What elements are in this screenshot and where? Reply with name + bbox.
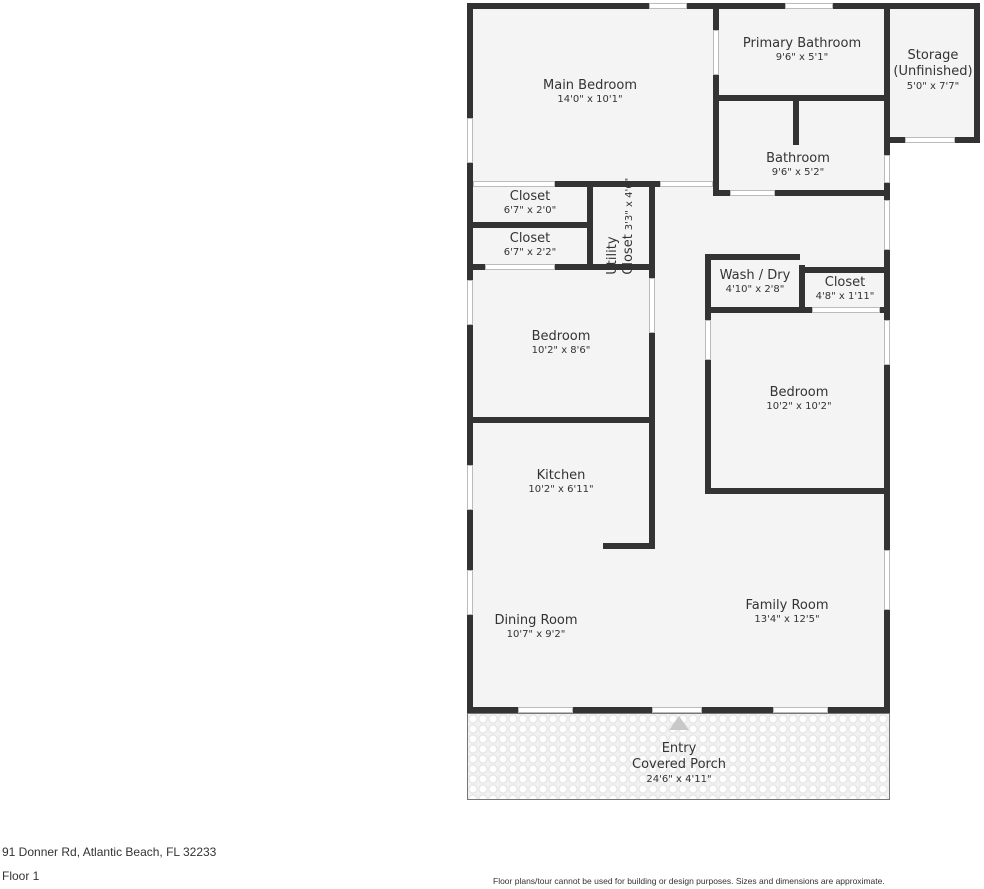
window xyxy=(785,3,833,9)
floor-area xyxy=(467,3,890,713)
room-dims: 6'7" x 2'2" xyxy=(503,247,557,259)
room-dims: 4'10" x 2'8" xyxy=(725,284,785,296)
door xyxy=(905,137,955,143)
room-dims: 10'2" x 8'6" xyxy=(531,345,591,357)
room-name: Closet xyxy=(621,234,636,275)
wall xyxy=(799,265,805,313)
disclaimer: Floor plans/tour cannot be used for buil… xyxy=(493,876,885,886)
wall xyxy=(705,488,890,494)
room-dims: 14'0" x 10'1" xyxy=(557,94,623,106)
room-name: Closet xyxy=(824,275,866,290)
door xyxy=(713,30,719,75)
room-storage: Storage(Unfinished)5'0" x 7'7" xyxy=(893,48,972,93)
door xyxy=(730,190,775,196)
room-dims: 10'7" x 9'2" xyxy=(506,629,566,641)
window xyxy=(884,320,890,365)
floor-label: Floor 1 xyxy=(2,869,40,883)
window xyxy=(884,550,890,610)
doorway xyxy=(884,200,890,250)
room-dims: 24'6" x 4'11" xyxy=(646,773,712,785)
window xyxy=(773,707,828,713)
room-dims: 9'6" x 5'1" xyxy=(775,52,829,64)
room-dims: 10'2" x 6'11" xyxy=(528,484,594,496)
room-name: Main Bedroom xyxy=(543,78,637,93)
window xyxy=(518,707,573,713)
wall xyxy=(713,95,890,101)
room-dims: 5'0" x 7'7" xyxy=(906,80,960,92)
wall xyxy=(587,187,593,270)
window xyxy=(649,3,687,9)
room-name: Closet xyxy=(509,231,551,246)
wall xyxy=(467,417,655,423)
front-door xyxy=(652,707,702,713)
room-name: Primary Bathroom xyxy=(742,36,862,51)
room-name: Closet xyxy=(509,189,551,204)
window xyxy=(884,155,890,183)
wall xyxy=(555,181,660,187)
room-dims: 10'2" x 10'2" xyxy=(766,401,832,413)
door xyxy=(660,181,713,187)
room-dims: 3'3" x 4'6" xyxy=(624,177,635,231)
wall xyxy=(603,543,655,549)
wall xyxy=(705,307,890,313)
room-name: Wash / Dry xyxy=(719,268,791,283)
room-name: Bedroom xyxy=(769,385,829,400)
wall xyxy=(713,190,890,196)
door xyxy=(485,264,555,270)
wall xyxy=(649,423,655,549)
room-name: Family Room xyxy=(745,598,829,613)
room-name: Bedroom xyxy=(531,329,591,344)
room-name: (Unfinished) xyxy=(893,64,973,80)
room-name: Bathroom xyxy=(766,151,830,166)
wall xyxy=(799,267,890,273)
wall xyxy=(467,264,655,270)
door xyxy=(649,278,655,333)
address: 91 Donner Rd, Atlantic Beach, FL 32233 xyxy=(2,845,217,859)
room-dims: 9'6" x 5'2" xyxy=(771,167,825,179)
door xyxy=(473,181,555,187)
room-name: Covered Porch xyxy=(632,757,726,773)
wall xyxy=(705,254,711,494)
room-name: Storage xyxy=(907,48,959,63)
storage-floor xyxy=(884,3,980,143)
room-dims: 4'8" x 1'11" xyxy=(815,291,875,303)
wall xyxy=(974,3,980,143)
wall xyxy=(467,222,590,228)
window xyxy=(467,118,473,163)
window xyxy=(467,465,473,510)
wall xyxy=(467,3,980,9)
door xyxy=(705,320,711,360)
wall xyxy=(793,95,799,145)
door xyxy=(812,307,880,313)
room-name: Entry xyxy=(661,741,697,756)
entry-arrow-icon xyxy=(669,716,689,730)
room-dims: 6'7" x 2'0" xyxy=(503,205,557,217)
window xyxy=(467,570,473,615)
wall xyxy=(705,254,800,260)
room-name: Dining Room xyxy=(494,613,578,628)
room-name: Kitchen xyxy=(536,468,586,483)
window xyxy=(467,280,473,325)
room-dims: 13'4" x 12'5" xyxy=(754,614,820,626)
wall xyxy=(467,3,473,713)
room-name: Utility xyxy=(604,236,620,275)
